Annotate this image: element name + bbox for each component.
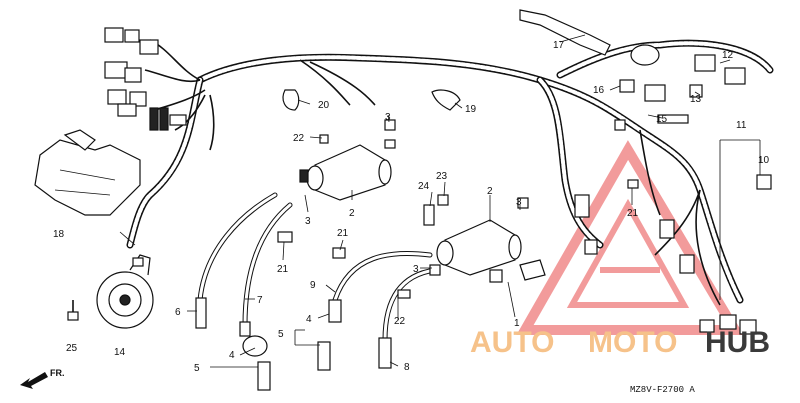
callout-14: 14 <box>114 347 126 358</box>
callout-3: 3 <box>385 112 391 123</box>
callout-25: 25 <box>66 343 78 354</box>
callout-2-lower: 2 <box>487 186 493 197</box>
callout-5: 5 <box>278 329 284 340</box>
callout-21: 21 <box>627 208 639 219</box>
connector-cluster-left <box>104 27 187 131</box>
watermark-logo: AUTO MOTO HUB <box>470 326 770 359</box>
watermark-text-auto: AUTO <box>470 326 554 359</box>
upper-right-components <box>519 9 772 335</box>
high-tension-cords <box>195 192 438 391</box>
callout-15: 15 <box>656 114 668 125</box>
watermark-triangle <box>516 140 744 335</box>
small-clips <box>277 89 639 299</box>
bracket <box>34 129 141 216</box>
callout-7: 7 <box>257 295 263 306</box>
callout-2-upper: 2 <box>349 208 355 219</box>
callout-16: 16 <box>593 85 605 96</box>
bolt <box>67 300 79 321</box>
leader-lines <box>119 34 761 368</box>
watermark-text-hub: HUB <box>705 326 770 359</box>
watermark-text-moto: MOTO <box>588 326 677 359</box>
callout-20: 20 <box>318 100 330 111</box>
callout-8: 8 <box>404 362 410 373</box>
callout-3: 3 <box>516 197 522 208</box>
callout-19: 19 <box>465 104 477 115</box>
main-wire-harness <box>126 39 774 306</box>
callout-labels: 1 2 2 3 3 3 3 4 4 5 5 6 7 8 9 10 11 12 1… <box>53 40 770 374</box>
callout-18: 18 <box>53 229 65 240</box>
ignition-coil-upper <box>299 144 392 201</box>
callout-23: 23 <box>436 171 448 182</box>
diagram-code: MZ8V-F2700 A <box>630 385 695 395</box>
callout-17: 17 <box>553 40 565 51</box>
callout-11: 11 <box>736 120 747 131</box>
callout-3: 3 <box>413 264 419 275</box>
ignition-coil-lower <box>436 219 546 283</box>
callout-5: 5 <box>194 363 200 374</box>
callout-4: 4 <box>306 314 312 325</box>
front-direction-indicator: FR. <box>20 368 65 389</box>
callout-12: 12 <box>722 50 734 61</box>
callout-9: 9 <box>310 280 316 291</box>
callout-22: 22 <box>394 316 406 327</box>
callout-21: 21 <box>277 264 289 275</box>
callout-10: 10 <box>758 155 770 166</box>
callout-4: 4 <box>229 350 235 361</box>
callout-24: 24 <box>418 181 430 192</box>
callout-1: 1 <box>514 318 520 329</box>
callout-21: 21 <box>337 228 349 239</box>
callout-6: 6 <box>175 307 181 318</box>
callout-22: 22 <box>293 133 305 144</box>
direction-label: FR. <box>50 368 65 378</box>
callout-3: 3 <box>305 216 311 227</box>
callout-13: 13 <box>690 94 702 105</box>
horn <box>96 254 154 329</box>
